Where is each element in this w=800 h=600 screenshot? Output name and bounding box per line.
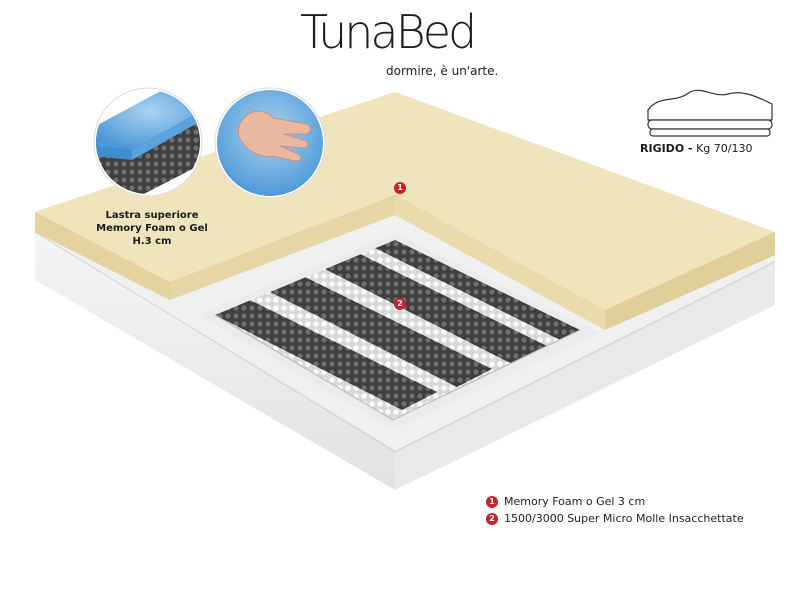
hand-on-gel-detail-image — [214, 87, 326, 199]
gel-layer-detail-image — [93, 87, 203, 197]
legend-text: Memory Foam o Gel 3 cm — [504, 495, 646, 508]
legend-marker: 1 — [486, 496, 498, 508]
topper-callout: Lastra superiore Memory Foam o Gel H.3 c… — [92, 209, 212, 248]
firmness-level: RIGIDO - — [640, 142, 693, 155]
topper-callout-line3: H.3 cm — [132, 236, 172, 247]
legend-item: 2 1500/3000 Super Micro Molle Insacchett… — [486, 511, 796, 527]
legend-text: 1500/3000 Super Micro Molle Insacchettat… — [504, 512, 744, 525]
brand-tagline: dormire, è un'arte. — [386, 64, 499, 78]
brand-logo: TunaBed — [300, 5, 477, 59]
brand-header: TunaBed dormire, è un'arte. — [300, 8, 502, 78]
legend: 1 Memory Foam o Gel 3 cm 2 1500/3000 Sup… — [486, 494, 796, 528]
topper-callout-line2: Memory Foam o Gel — [96, 223, 208, 234]
firmness-mattress-icon — [647, 89, 773, 137]
firmness-block: RIGIDO - Kg 70/130 — [630, 90, 790, 160]
firmness-weight-range: Kg 70/130 — [696, 142, 753, 155]
firmness-label: RIGIDO - Kg 70/130 — [640, 142, 752, 155]
legend-marker: 2 — [486, 513, 498, 525]
topper-callout-line1: Lastra superiore — [105, 210, 199, 221]
legend-item: 1 Memory Foam o Gel 3 cm — [486, 494, 796, 510]
marker-1-on-topper: 1 — [394, 182, 406, 194]
marker-2-on-springs: 2 — [394, 298, 406, 310]
